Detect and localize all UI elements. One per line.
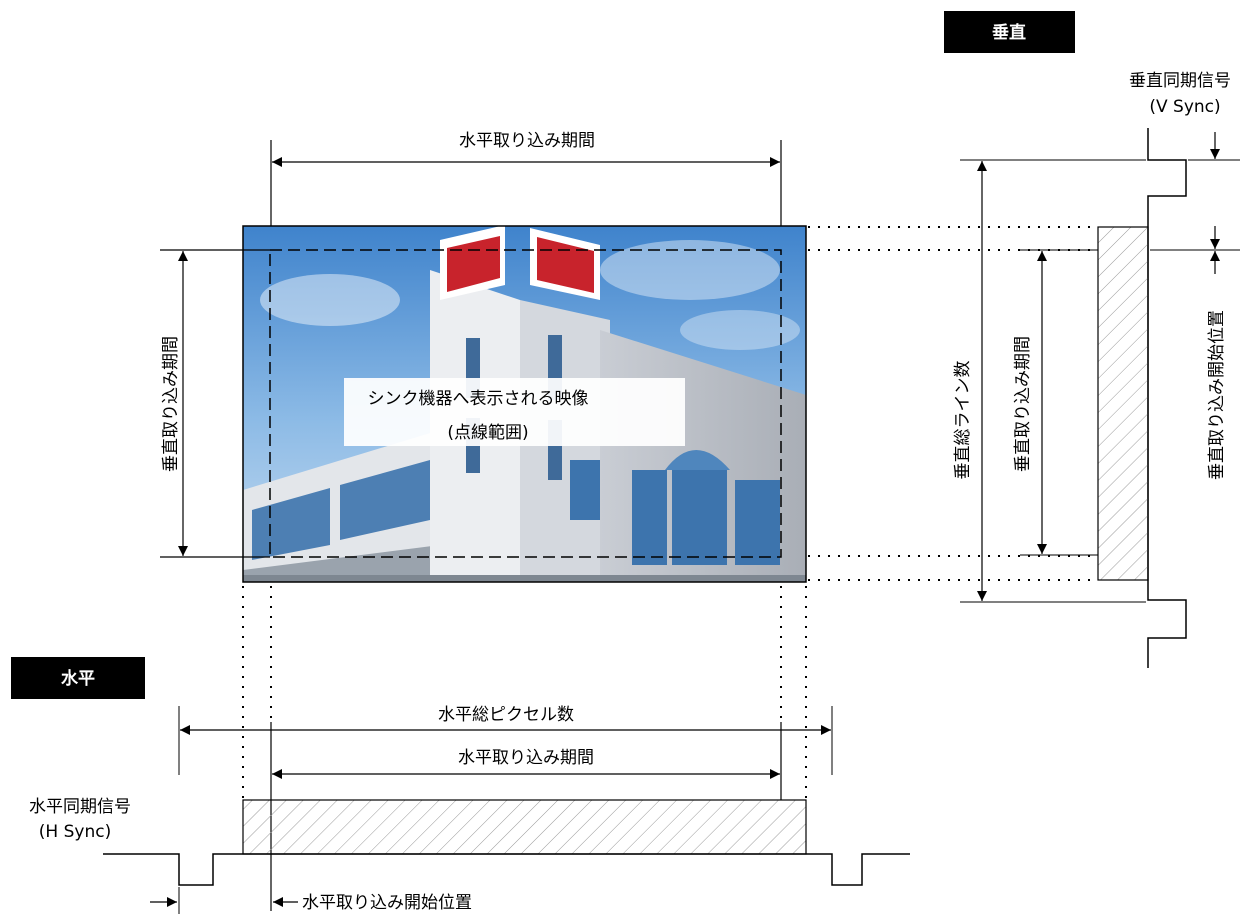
v-sync-abbr: (V Sync) xyxy=(1149,97,1220,117)
h-sync-name: 水平同期信号 xyxy=(29,797,131,817)
v-projection-dots xyxy=(808,226,1096,581)
capture-area-dashed xyxy=(269,249,782,558)
h-total-label: 水平総ピクセル数 xyxy=(438,705,574,725)
v-total-label: 垂直総ライン数 xyxy=(953,361,973,480)
vertical-header-box xyxy=(944,11,1075,53)
v-active-region xyxy=(1097,226,1149,581)
horizontal-header: 水平 xyxy=(61,668,95,689)
left-capture-label: 垂直取り込み期間 xyxy=(161,336,181,472)
vertical-header: 垂直 xyxy=(992,22,1026,43)
v-capture-start-label: 垂直取り込み開始位置 xyxy=(1207,310,1227,480)
h-projection-dots xyxy=(242,586,807,798)
v-capture-label: 垂直取り込み期間 xyxy=(1013,336,1033,472)
top-capture-label: 水平取り込み期間 xyxy=(459,131,595,151)
image-frame xyxy=(242,225,807,583)
h-sync-abbr: (H Sync) xyxy=(39,822,111,842)
caption-line-1: シンク機器へ表示される映像 xyxy=(368,389,589,409)
caption-line-2: (点線範囲) xyxy=(447,423,528,443)
h-capture-label: 水平取り込み期間 xyxy=(458,748,594,768)
image-caption: シンク機器へ表示される映像 (点線範囲) xyxy=(344,378,685,446)
horizontal-header-box xyxy=(11,657,145,699)
building-photo xyxy=(243,225,806,582)
v-sync-name: 垂直同期信号 xyxy=(1129,71,1231,91)
h-active-region xyxy=(242,799,807,855)
h-capture-start-label: 水平取り込み開始位置 xyxy=(302,893,472,913)
h-sync-waveform xyxy=(103,853,910,886)
v-sync-waveform xyxy=(1147,128,1187,668)
